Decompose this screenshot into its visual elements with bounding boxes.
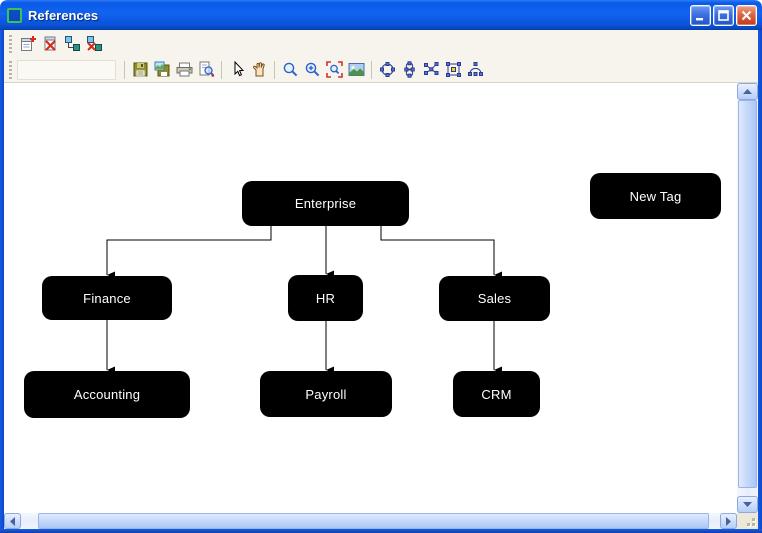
scroll-right-button[interactable] xyxy=(720,513,737,529)
toolbar-view xyxy=(4,57,758,83)
node-label: Enterprise xyxy=(294,196,357,211)
select-button[interactable] xyxy=(226,59,248,81)
delete-item-button[interactable] xyxy=(39,33,61,55)
delete-item-icon xyxy=(44,36,56,51)
node-hr[interactable]: HR xyxy=(288,275,363,321)
arrow-up-icon xyxy=(743,88,752,94)
arrow-left-icon xyxy=(9,516,15,526)
zoom-in-button[interactable] xyxy=(301,59,323,81)
print-preview-button[interactable] xyxy=(195,59,217,81)
toolbar-edit xyxy=(4,30,758,57)
remove-link-icon xyxy=(86,36,102,51)
vertical-scrollbar[interactable] xyxy=(737,83,758,513)
hand-icon xyxy=(252,62,265,77)
print-button[interactable] xyxy=(173,59,195,81)
cursor-icon xyxy=(234,61,244,77)
export-image-button[interactable] xyxy=(151,59,173,81)
tree-layout-button[interactable] xyxy=(464,59,486,81)
node-label: CRM xyxy=(481,386,512,402)
circular-layout-button[interactable] xyxy=(376,59,398,81)
scroll-left-button[interactable] xyxy=(4,513,21,529)
window-border-left xyxy=(0,30,4,533)
app-icon xyxy=(7,7,22,23)
scroll-up-button[interactable] xyxy=(737,83,758,100)
scroll-down-button[interactable] xyxy=(737,496,758,513)
node-enterprise[interactable]: Enterprise xyxy=(242,181,409,226)
toolbar-separator xyxy=(371,60,372,79)
new-item-button[interactable] xyxy=(17,33,39,55)
node-label: New Tag xyxy=(629,188,682,204)
arrow-right-icon xyxy=(725,516,731,526)
toolbar-grip-2[interactable] xyxy=(9,60,12,79)
node-label: Sales xyxy=(477,291,512,306)
zoom-in-icon xyxy=(305,62,319,77)
symmetric-layout-button[interactable] xyxy=(398,59,420,81)
window-title: References xyxy=(28,7,99,23)
magnifier-icon xyxy=(283,62,297,77)
add-link-icon xyxy=(64,36,80,51)
zoom-area-icon xyxy=(325,61,343,78)
titlebar[interactable]: References xyxy=(0,0,762,30)
toolbar-blank-area xyxy=(17,59,116,80)
orthogonal-layout-button[interactable] xyxy=(442,59,464,81)
print-icon xyxy=(176,62,192,77)
window-border-bottom xyxy=(0,529,762,533)
node-new-tag[interactable]: New Tag xyxy=(590,173,721,219)
node-sales[interactable]: Sales xyxy=(439,276,550,321)
window-border-right xyxy=(758,30,762,533)
add-link-button[interactable] xyxy=(61,33,83,55)
node-accounting[interactable]: Accounting xyxy=(24,371,190,418)
circular-layout-icon xyxy=(379,62,395,77)
picture-icon xyxy=(348,63,364,76)
diagram-edges xyxy=(106,226,502,374)
node-payroll[interactable]: Payroll xyxy=(260,371,392,417)
minimize-icon xyxy=(696,17,703,20)
minimize-button[interactable] xyxy=(690,4,711,26)
horizontal-scroll-thumb[interactable] xyxy=(38,513,709,529)
arrow-down-icon xyxy=(743,501,752,507)
node-label: Finance xyxy=(83,290,131,306)
maximize-icon xyxy=(718,9,729,21)
node-crm[interactable]: CRM xyxy=(453,371,540,417)
force-layout-icon xyxy=(423,62,438,75)
export-image-icon xyxy=(154,61,169,77)
close-button[interactable] xyxy=(736,4,757,26)
overview-button[interactable] xyxy=(345,59,367,81)
zoom-area-button[interactable] xyxy=(323,59,345,81)
horizontal-scroll-track[interactable] xyxy=(21,513,720,529)
zoom-button[interactable] xyxy=(279,59,301,81)
symmetric-layout-icon xyxy=(403,61,415,78)
toolbar-separator xyxy=(221,60,222,79)
edge-enterprise-finance xyxy=(106,226,272,279)
new-item-icon xyxy=(20,36,36,51)
orthogonal-layout-icon xyxy=(445,62,461,77)
vertical-scroll-thumb[interactable] xyxy=(738,100,757,488)
resize-grip[interactable] xyxy=(737,513,758,529)
pan-button[interactable] xyxy=(248,59,270,81)
close-icon xyxy=(741,10,752,20)
node-label: Payroll xyxy=(305,386,347,402)
maximize-button[interactable] xyxy=(713,4,734,26)
save-icon xyxy=(133,62,147,77)
force-layout-button[interactable] xyxy=(420,59,442,81)
remove-link-button[interactable] xyxy=(83,33,105,55)
diagram-canvas[interactable]: Enterprise New Tag Finance HR Sales Acco… xyxy=(4,83,737,513)
toolbar-grip[interactable] xyxy=(9,34,12,53)
window-controls xyxy=(690,4,757,26)
print-preview-icon xyxy=(199,61,214,77)
toolbar-separator xyxy=(274,60,275,79)
toolbar-separator xyxy=(124,60,125,79)
horizontal-scrollbar[interactable] xyxy=(4,513,737,529)
edge-enterprise-sales xyxy=(380,226,502,279)
tree-layout-icon xyxy=(467,62,483,76)
node-finance[interactable]: Finance xyxy=(42,276,172,320)
node-label: Accounting xyxy=(73,387,141,402)
node-label: HR xyxy=(315,290,336,306)
save-button[interactable] xyxy=(129,59,151,81)
